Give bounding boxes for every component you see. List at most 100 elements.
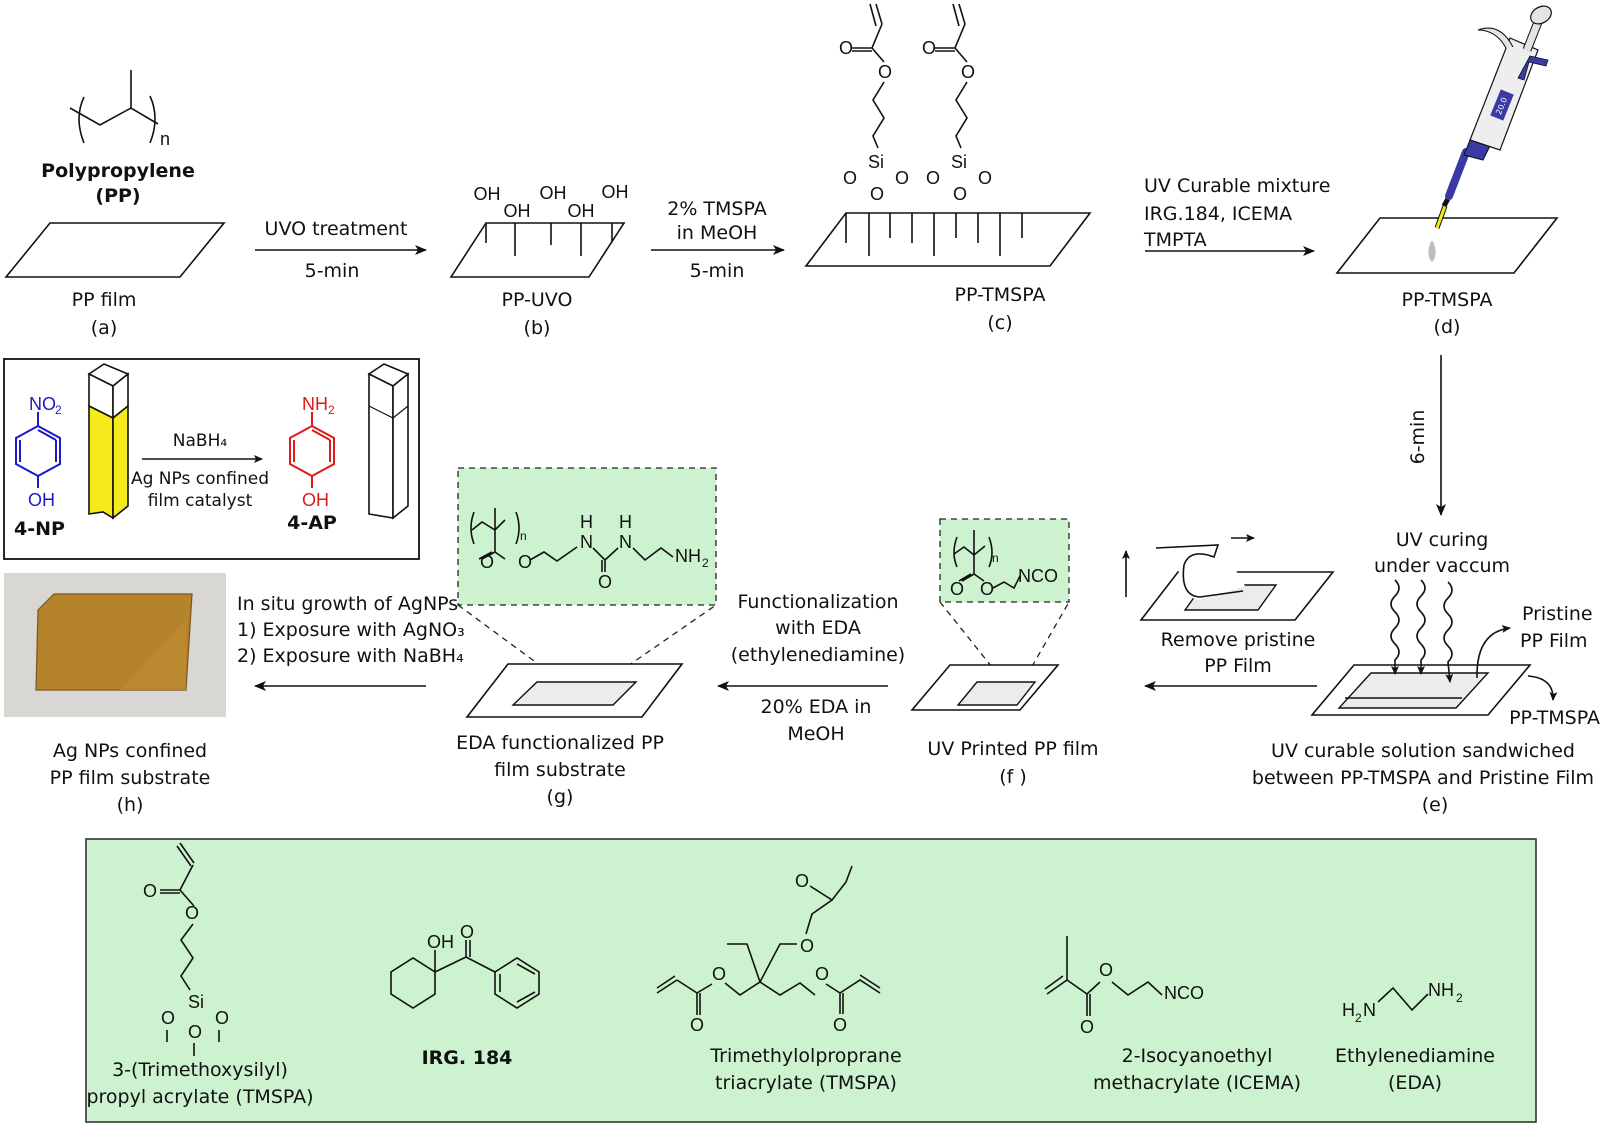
arrow-gh-line3: 2) Exposure with NaBH₄ xyxy=(237,645,464,667)
atom-o: O xyxy=(961,62,975,82)
pp-tmspa-label: PP-TMSPA xyxy=(955,284,1046,306)
arrow-ab-bottom: 5-min xyxy=(305,260,360,282)
oh-group: OH xyxy=(474,184,501,204)
uv-curing-title1: UV curing xyxy=(1396,529,1489,551)
hydroxyl-group: OH xyxy=(302,490,329,510)
eda-inset-panel xyxy=(457,467,717,606)
arrow-cd-line1: UV Curable mixture xyxy=(1144,175,1330,197)
atom-o: O xyxy=(1099,960,1113,980)
step-a-letter: (a) xyxy=(91,317,117,339)
step-f-uv-printed: n O O NCO UV Printed PP film (f ) xyxy=(910,518,1099,788)
4-nitrophenol-structure: NO 2 OH xyxy=(15,394,62,510)
compound-eda: H 2 N NH 2 Ethylenediamine (EDA) xyxy=(1335,980,1495,1094)
atom-o: O xyxy=(980,579,994,599)
arrow-cd-line2: IRG.184, ICEMA xyxy=(1144,203,1292,225)
compound-name2: methacrylate (ICEMA) xyxy=(1093,1072,1301,1094)
step-e-letter: (e) xyxy=(1422,794,1449,816)
atom-h: H xyxy=(1342,1000,1355,1020)
polymer-name: Polypropylene xyxy=(41,160,195,182)
droplet xyxy=(1428,241,1436,262)
ncO-inset-panel xyxy=(939,518,1070,603)
step-h-ag-nps-film: Ag NPs confined PP film substrate (h) xyxy=(4,573,226,816)
atom-o: O xyxy=(598,572,612,592)
arrow-remove-pristine: Remove pristine PP Film xyxy=(1122,534,1335,691)
nh2-group: NH xyxy=(675,546,701,566)
arrow-fg-top1: Functionalization xyxy=(737,591,898,613)
atom-o: O xyxy=(895,168,909,188)
arrow-fg-bottom1: 20% EDA in xyxy=(761,696,872,718)
atom-o: O xyxy=(978,168,992,188)
polypropylene-structure: n xyxy=(69,70,170,149)
atom-o: O xyxy=(800,936,814,956)
nh2-group: NH xyxy=(1428,980,1454,1000)
uv-rays-icon xyxy=(1390,579,1454,683)
step-e-uv-curing: UV curing under vaccum Pristine PP Film … xyxy=(1252,529,1600,816)
atom-o: O xyxy=(161,1008,175,1028)
amine-subscript: 2 xyxy=(328,403,335,417)
atom-o: O xyxy=(950,579,964,599)
compound-name1: 3-(Trimethoxysilyl) xyxy=(112,1059,288,1081)
atom-o: O xyxy=(953,184,967,204)
oh-group: OH xyxy=(568,201,595,221)
atom-si: Si xyxy=(188,992,204,1012)
arrow-gh-line1: In situ growth of AgNPs xyxy=(237,593,458,615)
atom-si: Si xyxy=(868,152,884,172)
compound-icema: O O NCO 2-Isocyanoethyl methacrylate (IC… xyxy=(1044,936,1301,1094)
atom-h: H xyxy=(580,512,593,532)
atom-o: O xyxy=(480,552,494,572)
step-e-caption1: UV curable solution sandwiched xyxy=(1271,740,1575,762)
step-e-caption2: between PP-TMSPA and Pristine Film xyxy=(1252,767,1594,789)
atom-si: Si xyxy=(951,152,967,172)
polymer-abbr: (PP) xyxy=(95,185,140,207)
atom-o: O xyxy=(518,552,532,572)
atom-o: O xyxy=(215,1008,229,1028)
catalysis-reduction-box: NO 2 OH 4-NP NaBH₄ Ag NPs confined film … xyxy=(3,358,420,560)
subscript-2: 2 xyxy=(702,556,709,570)
step-g-eda-functionalized: n O O N H O N H NH 2 EDA functionalized … xyxy=(456,467,717,808)
compound-tmpta: O O O O O O Trimethylolproprane triacryl… xyxy=(656,865,902,1094)
uv-printed-label: UV Printed PP film xyxy=(927,738,1098,760)
arrow-6-min: 6-min xyxy=(1407,355,1446,516)
hydroxyl-group: OH xyxy=(28,490,55,510)
arrow-bc-top2: in MeOH xyxy=(677,222,758,244)
compound-name1: IRG. 184 xyxy=(422,1047,513,1069)
compound-irg184: OH O IRG. 184 xyxy=(390,922,540,1069)
atom-h: H xyxy=(619,512,632,532)
eda-polymer-structure: n O O N H O N H NH 2 xyxy=(470,508,709,592)
atom-o: O xyxy=(839,38,853,58)
arrow-bc-bottom: 5-min xyxy=(690,260,745,282)
atom-o: O xyxy=(185,903,199,923)
atom-o: O xyxy=(460,922,474,942)
pp-film-shape xyxy=(4,222,226,278)
atom-o: O xyxy=(833,1015,847,1035)
step-c-letter: (c) xyxy=(987,312,1012,334)
subscript-2: 2 xyxy=(1456,991,1463,1005)
subscript-2: 2 xyxy=(1355,1011,1362,1025)
arrow-eda-functionalization: Functionalization with EDA (ethylenediam… xyxy=(717,591,905,745)
arrow-cd-line3: TMPTA xyxy=(1143,229,1207,251)
nco-group: NCO xyxy=(1164,983,1204,1003)
atom-o: O xyxy=(922,38,936,58)
step-d-letter: (d) xyxy=(1434,316,1461,338)
arrow-bc-top1: 2% TMSPA xyxy=(667,198,766,220)
condition-line2: film catalyst xyxy=(148,491,253,511)
amine-group: NH xyxy=(302,394,328,414)
4-aminophenol-structure: NH 2 OH xyxy=(289,394,335,510)
repeat-n: n xyxy=(520,529,527,543)
arrow-ef-line2: PP Film xyxy=(1204,655,1272,677)
atom-n: N xyxy=(1363,1000,1376,1020)
atom-o: O xyxy=(690,1015,704,1035)
pp-tmspa-layer-label: PP-TMSPA xyxy=(1509,707,1600,729)
atom-o: O xyxy=(878,62,892,82)
oh-group: OH xyxy=(540,183,567,203)
compound-name2: triacrylate (TMSPA) xyxy=(715,1072,897,1094)
arrow-tmspa: 2% TMSPA in MeOH 5-min xyxy=(651,198,785,282)
step-h-letter: (h) xyxy=(117,794,144,816)
ag-label2: PP film substrate xyxy=(50,767,211,789)
eda-label1: EDA functionalized PP xyxy=(456,732,664,754)
atom-o: O xyxy=(188,1022,202,1042)
arrow-fg-top2: with EDA xyxy=(775,617,861,639)
pristine-label1: Pristine xyxy=(1522,603,1593,625)
atom-o: O xyxy=(712,964,726,984)
compound-name2: (EDA) xyxy=(1388,1072,1442,1094)
